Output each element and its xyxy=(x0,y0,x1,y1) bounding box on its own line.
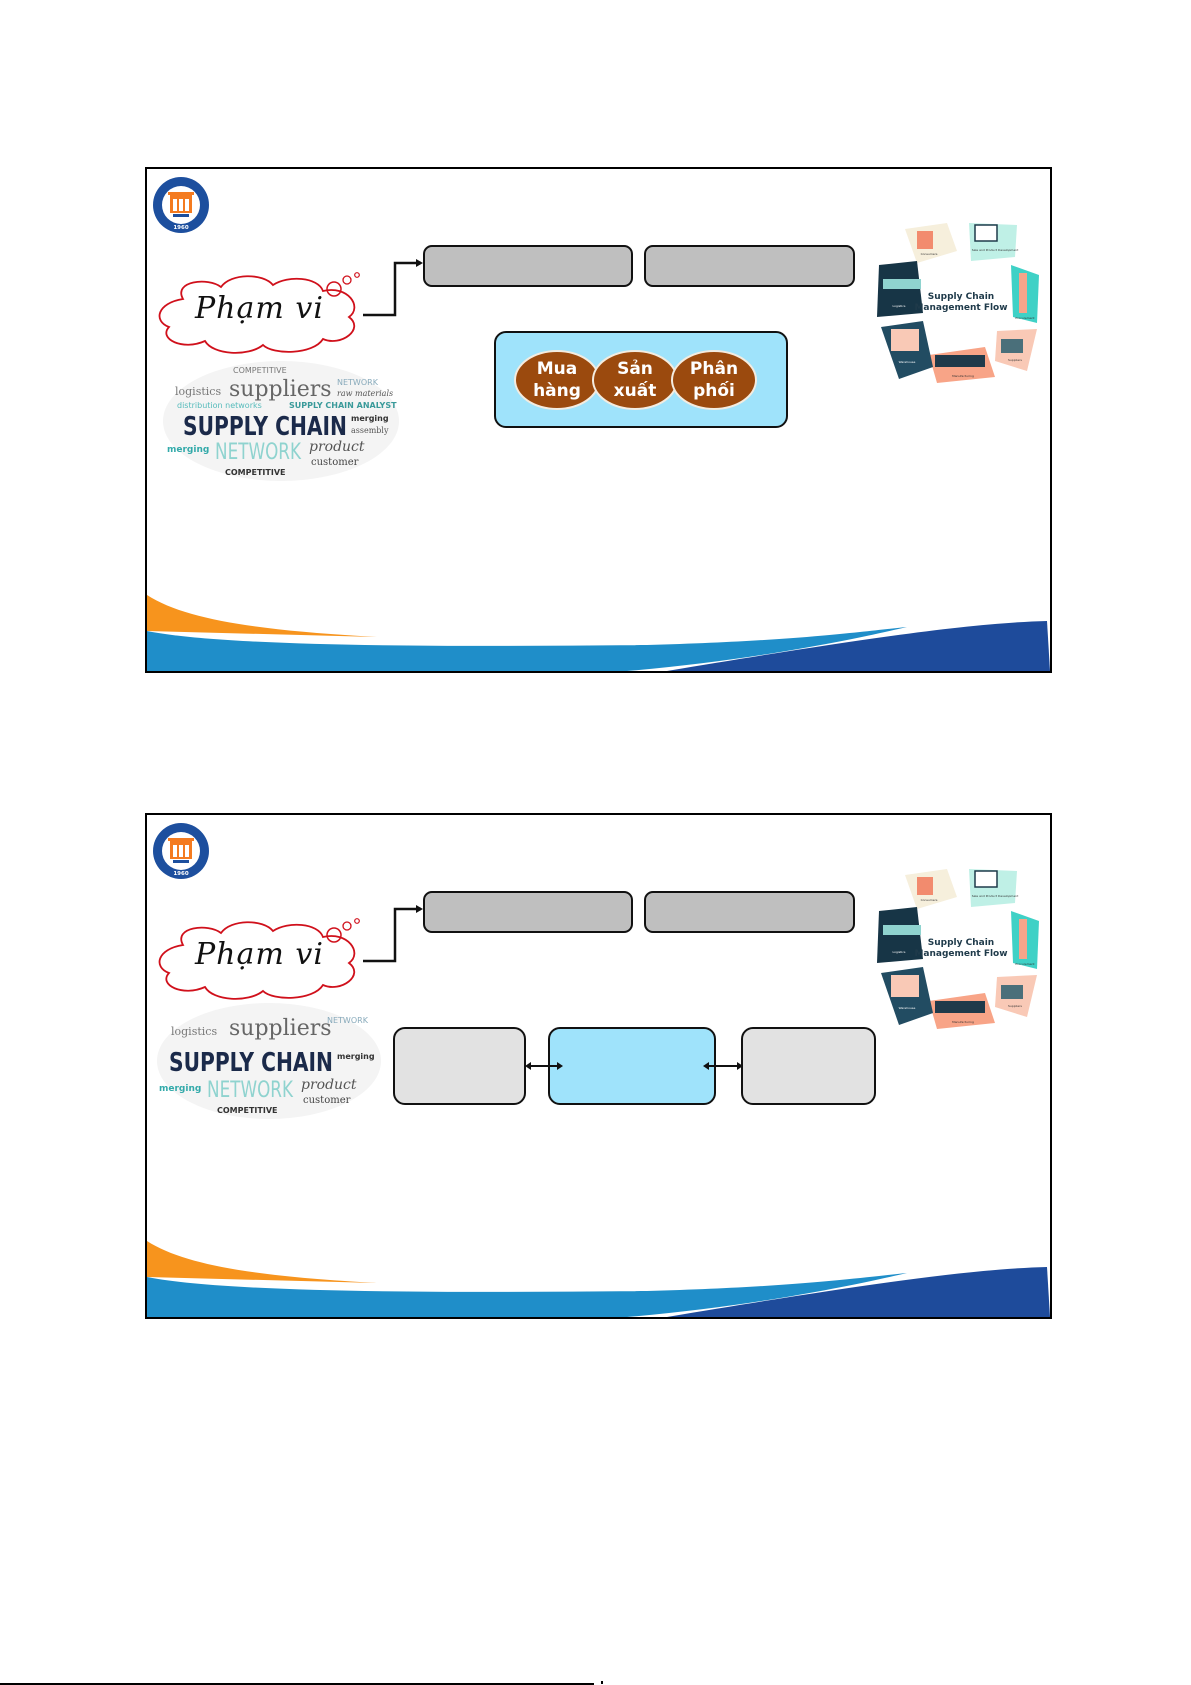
forklift-icon xyxy=(1001,985,1023,999)
scm-stage: Manufacturing xyxy=(952,1020,974,1024)
scm-flow-diagram: Supply Chain Management Flow Consumers S… xyxy=(877,869,1039,1029)
wc-word: product xyxy=(301,1077,357,1093)
wc-word: customer xyxy=(303,1095,351,1106)
supply-chain-word-cloud: COMPETITIVE logistics suppliers NETWORK … xyxy=(163,361,399,481)
connector-arrow-icon xyxy=(363,905,423,963)
cargo-ship-icon xyxy=(883,925,921,935)
factory-machine-icon xyxy=(935,355,985,367)
thought-cloud: Phạm vi xyxy=(153,269,365,355)
wc-word: distribution networks xyxy=(177,401,262,410)
cloud-label: Phạm vi xyxy=(195,291,324,326)
flow-stage-production: Sản xuất xyxy=(592,350,678,410)
stage-line2: xuất xyxy=(613,381,657,401)
supply-chain-word-cloud: logistics suppliers NETWORK SUPPLY CHAIN… xyxy=(157,1003,381,1119)
scm-title-line2: Management Flow xyxy=(914,303,1007,313)
wc-word: product xyxy=(309,439,365,455)
thought-cloud: Phạm vi xyxy=(153,915,365,1001)
scm-stage: Warehouse xyxy=(899,1006,916,1010)
scm-stage: Manufacturing xyxy=(952,374,974,378)
customer-box xyxy=(741,1027,876,1105)
warehouse-icon xyxy=(891,329,919,351)
scm-stage: Sale and Product Development xyxy=(972,894,1019,898)
warehouse-icon xyxy=(891,975,919,997)
shopping-bag-icon xyxy=(917,877,933,895)
scm-stage: Consumers xyxy=(921,252,938,256)
wc-word: NETWORK xyxy=(215,440,301,465)
wc-main-word: SUPPLY CHAIN xyxy=(183,412,347,442)
wc-word: COMPETITIVE xyxy=(233,366,287,375)
scm-title-line1: Supply Chain xyxy=(928,938,994,948)
double-arrow-icon xyxy=(703,1062,743,1070)
supplier-box xyxy=(393,1027,526,1105)
wc-word: logistics xyxy=(171,1025,217,1038)
wc-word: raw materials xyxy=(337,389,393,398)
wc-word: merging xyxy=(337,1052,375,1061)
double-arrow-icon xyxy=(525,1062,563,1070)
logo-year: 1960 xyxy=(173,871,188,877)
cargo-ship-icon xyxy=(883,279,921,289)
factory-machine-icon xyxy=(935,1001,985,1013)
connector-arrow-icon xyxy=(363,259,423,317)
wc-word: merging xyxy=(351,414,389,423)
cloud-shape-icon xyxy=(158,272,360,354)
scm-stage: Suppliers xyxy=(1008,1004,1022,1008)
grey-title-box-2 xyxy=(644,245,855,287)
wc-word: COMPETITIVE xyxy=(217,1106,277,1115)
stage-line2: hàng xyxy=(533,381,581,401)
wc-word: logistics xyxy=(175,385,221,398)
cloud-label: Phạm vi xyxy=(195,937,324,972)
stage-line1: Phân xyxy=(689,359,739,379)
scm-title-line1: Supply Chain xyxy=(928,292,994,302)
cloud-shape-icon xyxy=(158,918,360,1000)
scm-stage: Suppliers xyxy=(1008,358,1022,362)
company-box xyxy=(548,1027,716,1105)
wc-word: NETWORK xyxy=(207,1078,293,1103)
grey-title-box-1 xyxy=(423,891,633,933)
scm-flow-diagram: Supply Chain Management Flow Consumers S… xyxy=(877,223,1039,383)
scm-stage: Logistics xyxy=(893,950,906,954)
footer-wave-decoration xyxy=(147,595,1050,671)
wc-word: assembly xyxy=(351,426,389,435)
wc-word: SUPPLY CHAIN ANALYST xyxy=(289,401,397,410)
stage-line1: Mua xyxy=(536,359,578,379)
scm-stage: Consumers xyxy=(921,898,938,902)
wc-word: NETWORK xyxy=(327,1016,369,1025)
grey-title-box-2 xyxy=(644,891,855,933)
wc-word: COMPETITIVE xyxy=(225,468,285,477)
scm-stage: Warehouse xyxy=(899,360,916,364)
university-logo-icon: 1960 xyxy=(153,177,209,233)
logo-year: 1960 xyxy=(173,225,188,231)
flow-stage-purchasing: Mua hàng xyxy=(514,350,600,410)
wc-word: suppliers xyxy=(229,1016,332,1041)
wc-main-word: SUPPLY CHAIN xyxy=(169,1048,333,1078)
wc-word: suppliers xyxy=(229,377,332,402)
stage-line1: Sản xyxy=(617,359,653,379)
page-footer-mark xyxy=(601,1681,603,1684)
page-footer-rule xyxy=(0,1683,594,1685)
scm-stage: Sale and Product Development xyxy=(972,248,1019,252)
shopping-bag-icon xyxy=(917,231,933,249)
slide-1: 1960 Phạm vi Mua hàng Sản xuất Phân phối xyxy=(145,167,1052,673)
grey-title-box-1 xyxy=(423,245,633,287)
wc-word: customer xyxy=(311,457,359,468)
scm-stage: Logistics xyxy=(893,304,906,308)
monitor-icon xyxy=(974,224,998,242)
forklift-icon xyxy=(1001,339,1023,353)
wc-word: merging xyxy=(159,1084,201,1094)
wc-word: merging xyxy=(167,445,209,455)
footer-wave-decoration xyxy=(147,1241,1050,1317)
scm-stage: Procurement xyxy=(1015,316,1035,320)
procurement-flow-box: Mua hàng Sản xuất Phân phối xyxy=(494,331,788,428)
monitor-icon xyxy=(974,870,998,888)
flow-stage-distribution: Phân phối xyxy=(671,350,757,410)
university-logo-icon: 1960 xyxy=(153,823,209,879)
scm-title-line2: Management Flow xyxy=(914,949,1007,959)
wc-word: NETWORK xyxy=(337,378,379,387)
stage-line2: phối xyxy=(693,381,735,401)
slide-2: 1960 Phạm vi logistics suppliers NETWORK… xyxy=(145,813,1052,1319)
scm-stage: Procurement xyxy=(1015,962,1035,966)
